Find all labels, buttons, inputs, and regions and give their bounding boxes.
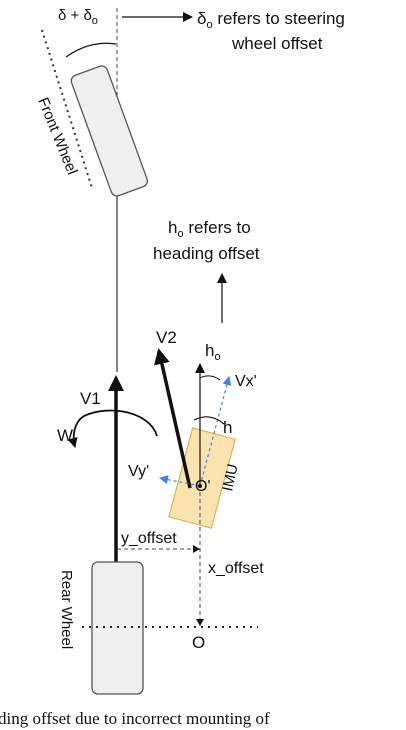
y-offset-arrowhead [193, 545, 200, 553]
front-wheel [70, 65, 149, 197]
figure-caption: ding offset due to incorrect mounting of [0, 709, 270, 728]
delta-offset-note-line2: wheel offset [231, 34, 323, 53]
h-label: h [223, 418, 232, 437]
imu-label: IMU [219, 462, 241, 492]
ho-offset-arc [199, 375, 221, 381]
v1-label: V1 [80, 389, 101, 408]
vy-prime-label: Vy' [128, 463, 149, 480]
o-prime-label: O' [195, 478, 211, 495]
delta-offset-note: δo refers to steering [197, 9, 345, 31]
y-offset-label: y_offset [121, 530, 177, 547]
v2-label: V2 [156, 328, 177, 347]
origin-label: O [192, 633, 205, 652]
steering-angle-label: δ + δo [58, 7, 98, 27]
vy-prime-axis [159, 475, 201, 487]
ho-label: ho [205, 341, 221, 363]
v2-velocity-arrow [154, 348, 192, 489]
imu-origin-point [198, 484, 202, 488]
x-offset-label: x_offset [208, 560, 264, 577]
heading-offset-note: ho refers to [168, 218, 251, 240]
h-angle-arc [193, 416, 225, 425]
rear-wheel-label: Rear Wheel [58, 570, 75, 649]
steering-dotted-line [41, 29, 93, 189]
heading-offset-note-line2: heading offset [153, 244, 260, 263]
front-wheel-label: Front Wheel [34, 95, 80, 177]
vx-prime-label: Vx' [235, 373, 257, 390]
x-offset-arrowhead [196, 619, 204, 626]
yaw-rate-arc [67, 409, 158, 448]
steering-angle-arc [65, 42, 117, 58]
w-label: W [57, 426, 73, 445]
vx-prime-axis [199, 376, 232, 487]
